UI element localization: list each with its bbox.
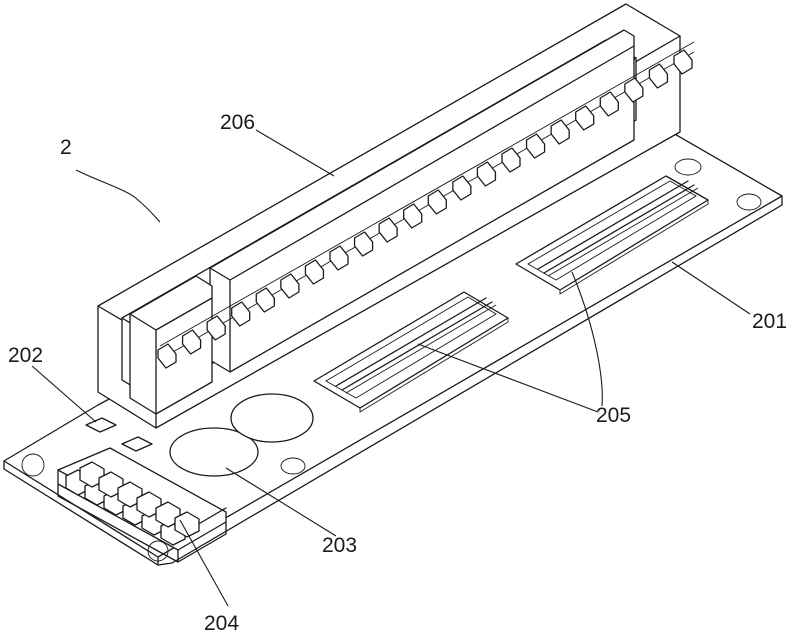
contact-finger — [255, 287, 275, 313]
contact-finger — [231, 301, 251, 327]
label-201: 201 — [752, 310, 787, 333]
leader-201 — [671, 261, 751, 315]
contact-finger — [206, 315, 226, 341]
connector-pin — [174, 511, 200, 538]
contact-finger — [599, 91, 619, 117]
round-pads — [169, 393, 314, 477]
label-203: 203 — [322, 534, 357, 557]
contact-finger — [280, 273, 300, 299]
contact-finger — [550, 119, 570, 145]
leader-204 — [179, 519, 229, 607]
contact-finger — [157, 343, 177, 369]
label-204: 204 — [204, 612, 239, 635]
label-2: 2 — [60, 136, 72, 159]
slot-contact-fingers — [157, 49, 693, 369]
contact-finger — [427, 189, 447, 215]
label-205: 205 — [596, 404, 631, 427]
contact-finger — [304, 259, 325, 285]
contact-finger — [501, 147, 521, 173]
leader-203 — [225, 467, 337, 537]
power-connector — [57, 447, 227, 563]
edge-connector-rear — [515, 175, 709, 295]
contact-finger — [403, 203, 423, 229]
contact-finger — [378, 217, 398, 243]
contact-finger — [329, 245, 349, 271]
leader-lines — [31, 129, 751, 607]
leader-202 — [31, 365, 97, 423]
contact-finger — [575, 105, 595, 131]
contact-finger — [525, 133, 546, 159]
leader-205a — [417, 343, 599, 413]
edge-connector-front — [313, 291, 509, 413]
label-202: 202 — [8, 344, 43, 367]
leader-206 — [255, 129, 335, 177]
contact-finger — [353, 231, 374, 257]
contact-finger — [476, 161, 497, 187]
contact-finger — [181, 329, 202, 355]
contact-finger — [452, 175, 472, 201]
contact-finger — [673, 49, 693, 75]
reference-labels: 2 206 201 202 205 203 204 — [8, 111, 787, 635]
contact-finger — [624, 77, 644, 103]
indicator-pads — [85, 417, 153, 452]
leader-205b — [571, 271, 603, 407]
label-206: 206 — [220, 111, 255, 134]
contact-finger — [648, 63, 669, 89]
leader-2 — [75, 169, 161, 223]
